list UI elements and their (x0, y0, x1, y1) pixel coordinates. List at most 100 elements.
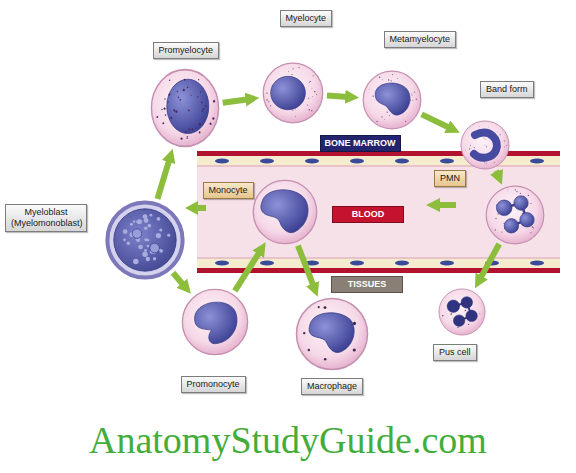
granule (123, 238, 126, 241)
granule (165, 114, 166, 116)
granule (515, 189, 516, 190)
granule (156, 233, 161, 238)
granule (391, 80, 392, 81)
granule (495, 218, 496, 219)
cell-drawing (262, 62, 324, 124)
granule (187, 138, 188, 139)
cell-drawing (295, 297, 369, 371)
nucleolus (150, 243, 160, 253)
granule (520, 193, 521, 194)
granule (130, 223, 133, 226)
granule (173, 109, 175, 111)
cell-label: Pus cell (433, 344, 477, 361)
granule (496, 131, 498, 133)
granule (316, 94, 317, 95)
nucleus-lobe (453, 315, 465, 327)
granule (373, 95, 374, 96)
granule (311, 87, 313, 89)
nucleus (195, 302, 237, 344)
granule (143, 214, 148, 219)
granule (500, 134, 501, 135)
granule (450, 313, 452, 315)
development-arrow (422, 114, 450, 128)
cell-body (253, 180, 316, 243)
granule (198, 79, 199, 80)
granule (293, 68, 294, 69)
cell-body (296, 298, 367, 369)
granule (484, 138, 486, 140)
granule (311, 110, 312, 111)
granule (308, 98, 309, 99)
cell-body (182, 289, 247, 354)
flow-arrow (426, 198, 456, 212)
granule (313, 75, 314, 76)
granule (188, 110, 190, 112)
granule (157, 217, 161, 221)
granule (153, 257, 156, 260)
granule (474, 147, 475, 148)
granule (288, 71, 290, 73)
granule (268, 101, 269, 102)
flow-arrow (185, 201, 206, 215)
granule (292, 110, 293, 111)
granule (175, 111, 177, 114)
development-arrow (173, 273, 184, 286)
granule (270, 105, 271, 106)
granule (169, 79, 170, 81)
granule (324, 358, 327, 361)
cell-drawing (460, 120, 510, 170)
granule (381, 116, 382, 117)
nucleolus (132, 229, 142, 239)
granule (159, 228, 162, 231)
vessel-lumen (197, 166, 560, 258)
granule (164, 107, 166, 109)
granule (160, 249, 163, 252)
granule (266, 93, 267, 94)
nucleus-lobe (520, 213, 534, 227)
granule (314, 91, 315, 92)
granule (167, 234, 170, 237)
granule (127, 241, 131, 245)
nucleus-lobe (504, 219, 518, 233)
nucleus-lobe (447, 300, 459, 312)
cell-body (486, 186, 544, 244)
cell-node: Monocyte (252, 179, 318, 245)
granule (469, 144, 471, 146)
granule (503, 146, 505, 148)
granule (411, 94, 413, 96)
granule (309, 81, 310, 82)
granule (148, 224, 152, 228)
granule (412, 100, 414, 102)
granule (150, 214, 153, 217)
granule (495, 229, 496, 230)
development-arrow (327, 95, 348, 96)
nucleus-lobe (496, 200, 512, 216)
granule (488, 126, 490, 128)
granule (464, 149, 466, 151)
cell-node: Promyelocyte (150, 68, 220, 148)
nucleus-lobe (461, 297, 473, 309)
granule (530, 232, 531, 233)
cell-label: PMN (434, 170, 466, 187)
granule (484, 144, 486, 146)
granule (530, 203, 531, 204)
granule (470, 144, 472, 146)
granule (397, 78, 399, 80)
granule (384, 118, 386, 120)
granule (183, 89, 185, 92)
cell-drawing (438, 288, 486, 336)
granule (142, 252, 147, 257)
granule (485, 163, 487, 165)
nucleus (375, 83, 410, 115)
granule (298, 67, 299, 68)
granule (368, 88, 370, 90)
granule (312, 96, 314, 98)
development-arrow (157, 159, 169, 199)
cell-drawing (485, 185, 545, 245)
granule (192, 128, 194, 130)
granule (468, 324, 469, 325)
cell-label: Macrophage (301, 378, 363, 395)
cell-body (461, 121, 509, 169)
granule (504, 140, 505, 141)
